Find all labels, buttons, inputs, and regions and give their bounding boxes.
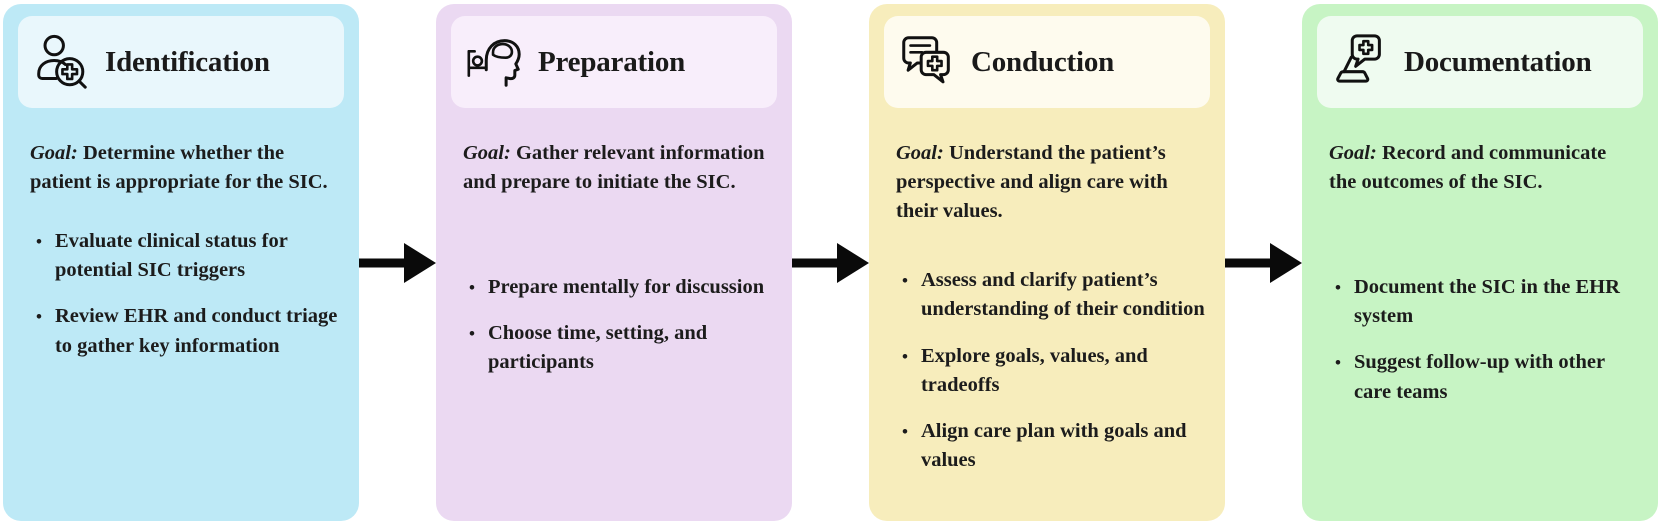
right-arrow-icon [792,242,869,283]
bullet-text: Choose time, setting, and participants [487,322,708,374]
bullet-item: Align care plan with goals and values [896,417,1205,475]
stage-header-preparation: Preparation [451,16,777,108]
bullet-item: Explore goals, values, and tradeoffs [896,342,1205,400]
chat-medical-icon [902,36,950,84]
stage-goal: Goal: Gather relevant information and pr… [463,139,772,197]
flow-arrow-2 [792,4,869,521]
stage-header-documentation: Documentation [1317,16,1643,108]
flow-arrow-1 [359,4,436,521]
goal-label: Goal: [1329,142,1377,164]
bullet-text: Evaluate clinical status for potential S… [54,230,288,282]
goal-label: Goal: [896,142,944,164]
bullet-item: Evaluate clinical status for potential S… [30,227,339,285]
stage-bullets: Prepare mentally for discussion Choose t… [463,273,772,377]
stage-title: Documentation [1404,45,1592,78]
bullet-item: Document the SIC in the EHR system [1329,273,1638,331]
laptop-medical-icon [1336,34,1381,83]
stage-header-conduction: Conduction [884,16,1210,108]
stage-title: Preparation [538,45,686,78]
stage-goal: Goal: Record and communicate the outcome… [1329,139,1638,197]
goal-label: Goal: [30,142,78,164]
right-arrow-icon [359,242,436,283]
goal-text: Understand the patient’s perspective and… [896,142,1168,223]
bullet-item: Review EHR and conduct triage to gather … [30,302,339,360]
stage-bullets: Document the SIC in the EHR system Sugge… [1329,273,1638,406]
bullet-text: Explore goals, values, and tradeoffs [920,344,1148,396]
bullet-text: Review EHR and conduct triage to gather … [54,305,338,357]
bullet-text: Align care plan with goals and values [920,419,1187,471]
stage-card-preparation: Preparation Goal: Gather relevant inform… [436,4,792,521]
goal-text: Gather relevant information and prepare … [463,142,765,194]
goal-text: Determine whether the patient is appropr… [30,142,328,194]
goal-text: Record and communicate the outcomes of t… [1329,142,1607,194]
stage-card-documentation: Documentation Goal: Record and communica… [1302,4,1658,521]
stage-title: Conduction [971,45,1115,78]
bullet-item: Assess and clarify patient’s understandi… [896,266,1205,324]
stage-title: Identification [105,45,270,78]
person-search-icon [37,34,87,89]
stage-bullets: Assess and clarify patient’s understandi… [896,266,1205,475]
stage-card-conduction: Conduction Goal: Understand the patient’… [869,4,1225,521]
stage-card-identification: Identification Goal: Determine whether t… [3,4,359,521]
bullet-text: Prepare mentally for discussion [487,276,765,299]
stage-goal: Goal: Understand the patient’s perspecti… [896,139,1205,226]
stage-bullets: Evaluate clinical status for potential S… [30,227,339,360]
head-brain-bed-icon [467,39,521,87]
bullet-text: Document the SIC in the EHR system [1353,276,1620,328]
bullet-item: Prepare mentally for discussion [463,273,772,302]
right-arrow-icon [1225,242,1302,283]
flow-arrow-3 [1225,4,1302,521]
stage-header-identification: Identification [18,16,344,108]
bullet-item: Suggest follow-up with other care teams [1329,348,1638,406]
bullet-text: Assess and clarify patient’s understandi… [920,269,1205,321]
goal-label: Goal: [463,142,511,164]
stage-goal: Goal: Determine whether the patient is a… [30,139,339,197]
bullet-item: Choose time, setting, and participants [463,319,772,377]
bullet-text: Suggest follow-up with other care teams [1353,351,1605,403]
